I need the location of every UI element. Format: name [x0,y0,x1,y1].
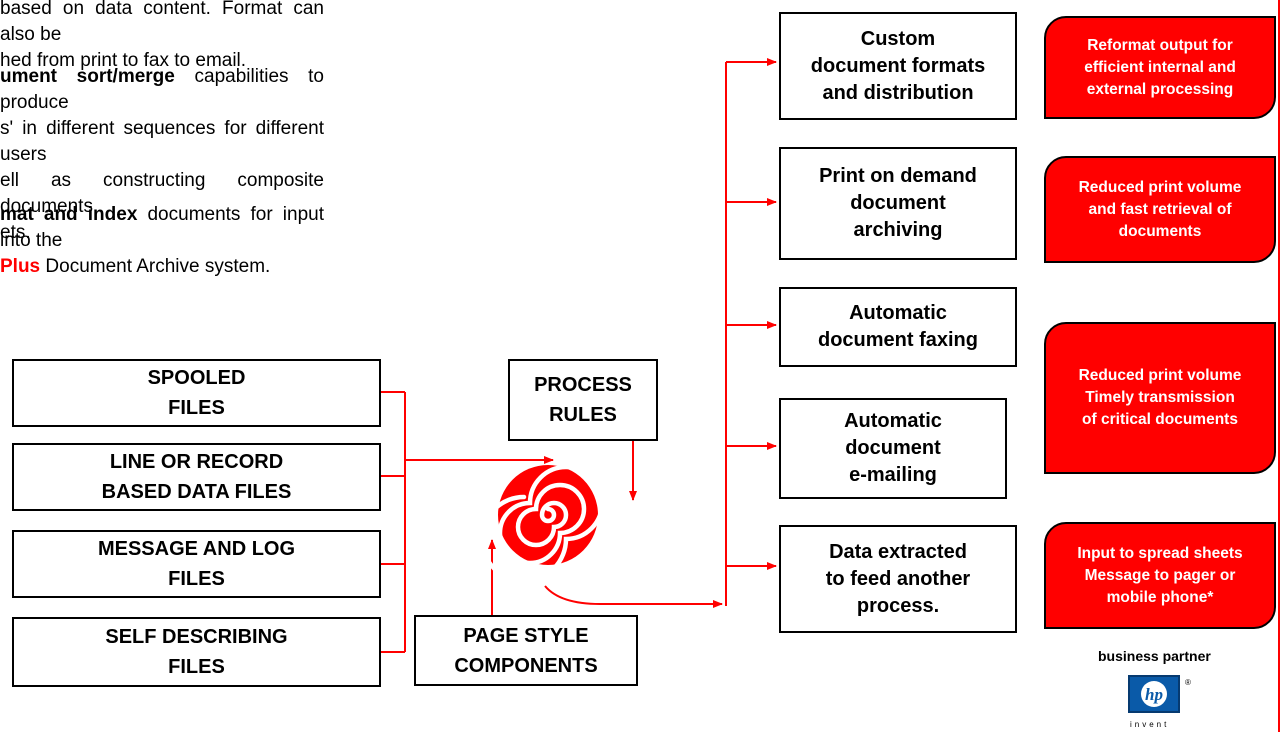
input-box-message-log-files: MESSAGE AND LOG FILES [12,530,381,598]
business-partner-caption: business partner [1098,648,1211,664]
output-automatic-emailing: Automatic document e-mailing [779,398,1007,499]
intro-p3-line2-rest: Document Archive system. [40,256,271,277]
input-box-spooled-files: SPOOLED FILES [12,359,381,427]
intro-p1-line2: hed from print to fax to email. [0,50,247,71]
hp-tagline: invent [1130,720,1170,729]
hp-logo-letters: hp [1145,685,1163,704]
benefit-reformat-output: Reformat output for efficient internal a… [1044,16,1276,119]
intro-paragraph-3: mat and index documents for input into t… [0,202,324,280]
output-print-on-demand: Print on demand document archiving [779,147,1017,260]
intro-p1-line1: based on data content. Format can also b… [0,0,324,45]
benefit-spreadsheet-pager: Input to spread sheets Message to pager … [1044,522,1276,629]
process-spiral-icon [479,464,605,584]
hp-registered-mark: ® [1185,678,1191,687]
input-box-line-record-files: LINE OR RECORD BASED DATA FILES [12,443,381,511]
process-rules-box: PROCESS RULES [508,359,658,441]
intro-p2-rest: capabilities to produce [0,66,325,113]
intro-p3-rest: documents for input into the [0,204,324,251]
hp-logo: hp ® invent [1128,675,1191,729]
output-custom-formats: Custom document formats and distribution [779,12,1017,120]
benefit-reduced-print-retrieval: Reduced print volume and fast retrieval … [1044,156,1276,263]
intro-p2-line2: s' in different sequences for different … [0,118,324,165]
page-style-components-box: PAGE STYLE COMPONENTS [414,615,638,686]
benefit-timely-transmission: Reduced print volume Timely transmission… [1044,322,1276,474]
intro-paragraph-2: ument sort/merge capabilities to produce… [0,64,324,246]
output-data-extracted: Data extracted to feed another process. [779,525,1017,633]
intro-p2-line4: ets. [0,222,31,243]
intro-p3-plus: Plus [0,256,41,277]
input-box-self-describing-files: SELF DESCRIBING FILES [12,617,381,687]
output-automatic-faxing: Automatic document faxing [779,287,1017,367]
intro-p2-bold: ument sort/merge [0,66,175,87]
spiral-to-outputs-arrow [544,585,723,608]
hp-logo-mark: hp ® [1128,675,1191,713]
intro-p2-line3: ell as constructing composite documents [0,170,324,217]
intro-paragraph-1: based on data content. Format can also b… [0,0,324,74]
intro-p3-bold: mat and index [0,204,138,225]
